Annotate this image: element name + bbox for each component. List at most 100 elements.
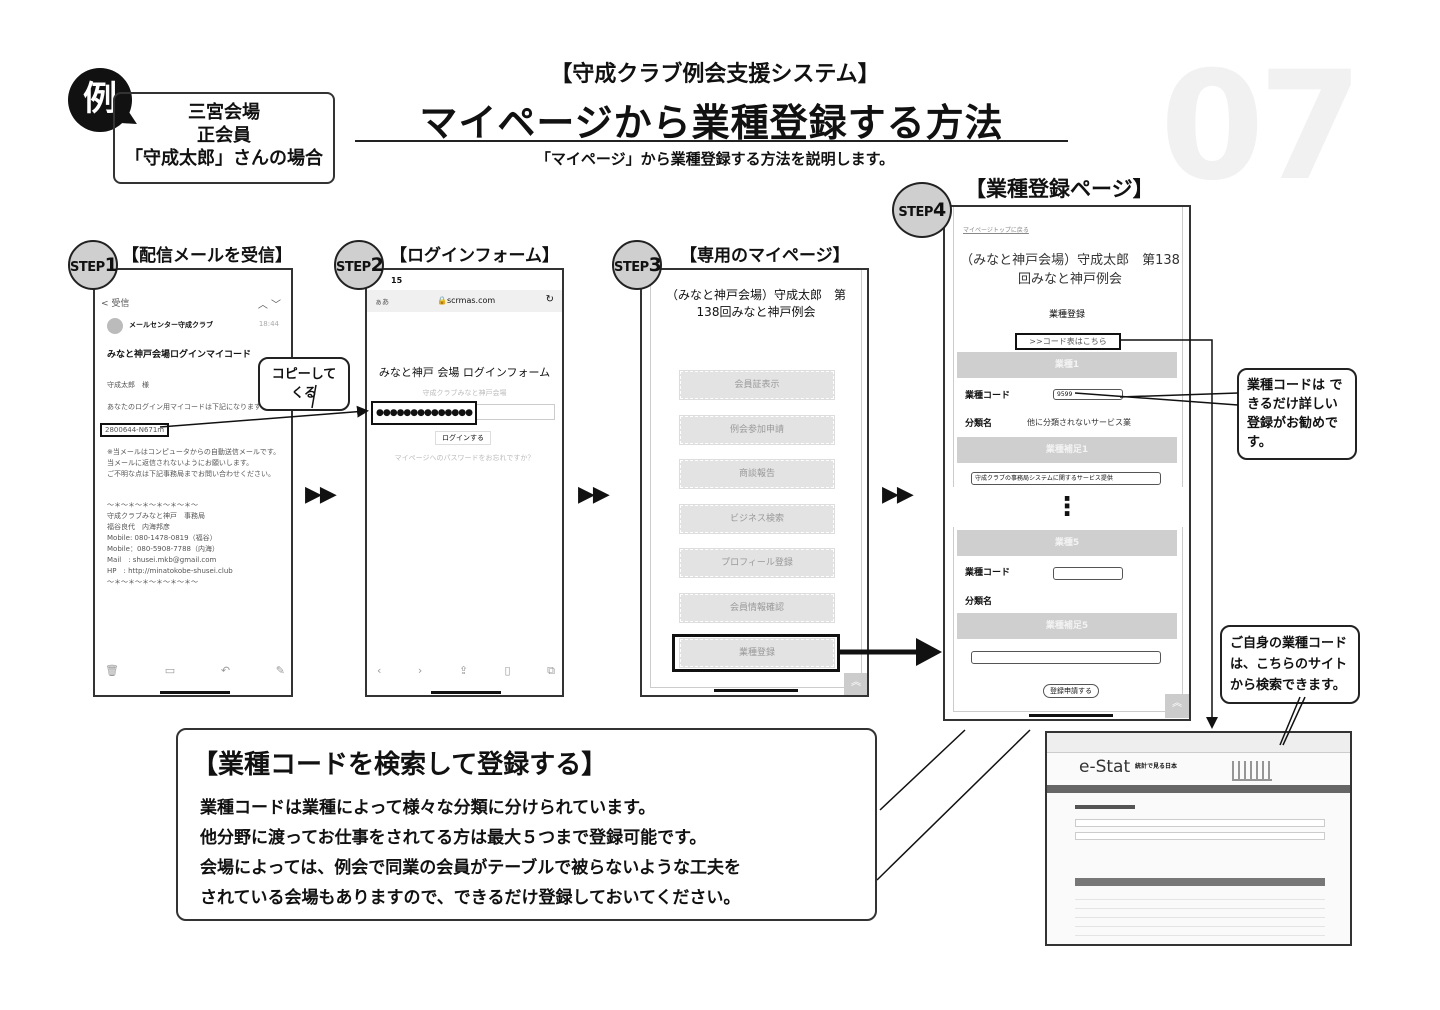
step1-badge: STEP1 [68,240,118,290]
code-label: 業種コード [965,391,1011,401]
scroll-top-icon[interactable]: ︽ [1165,694,1189,718]
password-value[interactable]: ●●●●●●●●●●●●●● [371,401,477,425]
menu-profile[interactable]: プロフィール登録 [679,548,835,578]
reply-icon[interactable]: ↶ [220,664,231,677]
explanation-line: 会場によっては、例会で同業の会員がテーブルで被らないような工夫を [200,858,741,878]
folder-icon[interactable]: ▭ [164,664,176,677]
sig-line: 〜＊〜＊〜＊〜＊〜＊〜＊〜 [107,578,198,586]
address-bar[interactable]: ぁあ 🔒scrmas.com ↻ [367,290,562,312]
detail-callout: 業種コードは できるだけ詳しい 登録がお勧めです。 [1237,368,1357,460]
share-icon[interactable]: ⇪ [458,664,469,677]
home-indicator [431,691,501,694]
code-table [1075,891,1325,944]
note: ※当メールはコンピュータからの自動送信メールです。 [107,448,281,456]
avatar [107,318,123,334]
section-supplement1: 業種補足1 [957,437,1177,463]
class-label: 分類名 [965,419,993,429]
subject: みなと神戸会場ログインマイコード [107,350,252,360]
aa-button[interactable]: ぁあ [375,298,389,306]
system-name: 【守成クラブ例会支援システム】 [550,62,880,87]
sender: メールセンター守成クラブ [129,321,213,329]
explanation-line: 業種コードは業種によって様々な分類に分けられています。 [200,798,656,818]
class-label: 分類名 [965,597,993,607]
note: ご不明な点は下記事務局までお問い合わせください。 [107,470,275,478]
class-value: 他に分類されないサービス業 [1027,418,1131,427]
clock: 15 [391,276,403,285]
nav-arrows-icon[interactable]: ︿ ﹀ [257,300,281,311]
back-to-mypage-link[interactable]: マイページトップに戻る [963,227,1029,234]
page-subtitle: 「マイページ」から業種登録する方法を説明します。 [535,150,895,168]
reload-icon[interactable]: ↻ [545,294,554,305]
recipient: 守成太郎 様 [107,381,149,389]
menu-member-card[interactable]: 会員証表示 [679,370,835,400]
estat-logo: e-Stat [1079,757,1131,777]
sig-line: Mobile: 080-1478-0819（福谷） [107,534,217,542]
submit-button[interactable]: 登録申請する [1043,684,1099,698]
bar-graphic [1232,761,1272,781]
case-line: 三宮会場 [188,102,260,123]
estat-search-input[interactable] [1075,832,1325,840]
sig-line: Mobile：080-5908-7788（内海） [107,545,220,553]
section-supplement5: 業種補足5 [957,613,1177,639]
section-industry1: 業種1 [957,352,1177,378]
estat-callout: ご自身の業種コードは、こちらのサイトから検索できます。 [1220,625,1360,704]
registration-heading: （みなと神戸会場）守成太郎 第138回みなと神戸例会 [960,253,1180,287]
step4-label: 【業種登録ページ】 [965,177,1154,201]
scroll-top-icon[interactable]: ︽ [844,673,867,695]
menu-industry-registration[interactable]: 業種登録 [679,638,835,668]
step4-badge: STEP4 [892,182,952,238]
menu-business-search[interactable]: ビジネス検索 [679,504,835,534]
copy-callout: コピーしてくる [258,357,350,411]
next-arrow-icon: ▶▶ [578,482,610,507]
step2-label: 【ログインフォーム】 [390,246,559,266]
home-indicator [714,689,798,692]
form-title: みなと神戸 会場 ログインフォーム [378,366,551,379]
compose-icon[interactable]: ✎ [275,664,285,677]
mypage-heading: （みなと神戸会場）守成太郎 第138回みなと神戸例会 [665,288,846,319]
browser-toolbar: ‹ › ⇪ ▯ ⧉ [377,664,555,678]
home-indicator [160,691,230,694]
step1-label: 【配信メールを受信】 [122,246,292,266]
code-label: 業種コード [965,568,1011,578]
note: 当メールに返信されないようにお願いします。 [107,459,254,467]
login-button[interactable]: ログインする [435,431,491,445]
page-name: 業種登録 [1048,310,1085,320]
sig-line: 守成クラブみなと神戸 事務局 [107,512,205,520]
sig-line: 福谷良代 内海邦彦 [107,523,170,531]
code-input-5[interactable] [1053,567,1123,580]
bookmarks-icon[interactable]: ▯ [504,664,511,677]
next-arrow-icon: ▶▶ [882,482,914,507]
code-input-1[interactable]: 9599 [1053,389,1123,400]
forward-icon[interactable]: › [417,664,423,677]
case-box: 三宮会場 正会員 「守成太郎」さんの場合 [113,92,335,184]
back-link[interactable]: < 受信 [101,299,130,309]
forgot-password-link[interactable]: マイページへのパスワードをお忘れですか？ [394,454,535,462]
table-header [1075,878,1325,886]
url[interactable]: 🔒scrmas.com [437,296,496,305]
step3-badge: STEP3 [612,240,662,290]
trash-icon[interactable]: 🗑 [105,664,119,677]
sig-line: Mail : shusei.mkb@gmail.com [107,556,217,564]
case-line: 正会員 [197,125,251,146]
back-icon[interactable]: ‹ [377,664,382,677]
tabs-icon[interactable]: ⧉ [547,664,555,677]
example-mark: 例 [68,68,132,132]
step3-mypage-screen: （みなと神戸会場）守成太郎 第138回みなと神戸例会 会員証表示 例会参加申請 … [640,268,869,697]
home-indicator [1029,714,1113,717]
my-code: 2800644-N671m [100,423,170,437]
code-table-link[interactable]: >>コード表はこちら [1015,333,1121,350]
menu-meeting-apply[interactable]: 例会参加申請 [679,415,835,445]
intro: あなたのログイン用マイコードは下記になります [107,403,261,411]
estat-screenshot: e-Stat 統計で見る日本 [1045,731,1352,946]
ellipsis: ⋮ [945,487,1189,527]
menu-member-info[interactable]: 会員情報確認 [679,593,835,623]
estat-tagline: 統計で見る日本 [1135,763,1178,770]
supplement-input-5[interactable] [971,651,1161,664]
explanation-line: 他分野に渡ってお仕事をされてる方は最大５つまで登録可能です。 [200,828,707,848]
highlight-box [672,634,840,672]
menu-deal-report[interactable]: 商談報告 [679,459,835,489]
supplement-input-1[interactable]: 守成クラブの事務局システムに関するサービス提供 [971,472,1161,485]
step2-login-screen: 15 ぁあ 🔒scrmas.com ↻ みなと神戸 会場 ログインフォーム 守成… [365,268,564,697]
step3-label: 【専用のマイページ】 [680,246,850,266]
mail-toolbar: 🗑 ▭ ↶ ✎ [105,664,285,677]
